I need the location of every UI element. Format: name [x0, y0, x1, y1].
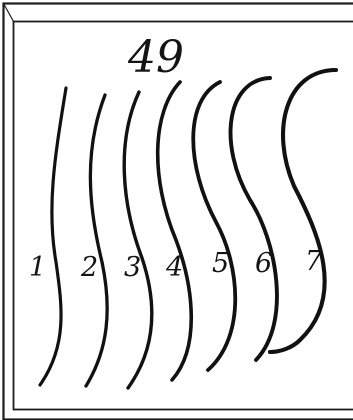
curve-labels: 1 2 3 4 5 6 7 [29, 246, 323, 283]
curve-label-2: 2 [80, 252, 98, 283]
figure-number: 49 [127, 32, 184, 83]
frame-corner-line [4, 4, 14, 22]
curve-2 [86, 95, 107, 386]
curve-group [40, 70, 336, 388]
curve-6 [231, 78, 277, 360]
curve-3 [124, 92, 152, 388]
curve-4 [158, 82, 192, 380]
curve-label-1: 1 [29, 252, 46, 283]
curve-label-6: 6 [255, 248, 272, 279]
curve-label-4: 4 [165, 252, 183, 283]
curve-label-7: 7 [305, 246, 323, 277]
curve-1 [40, 88, 66, 385]
curve-label-5: 5 [212, 248, 229, 279]
curve-7 [270, 70, 336, 352]
curve-label-3: 3 [124, 252, 141, 283]
